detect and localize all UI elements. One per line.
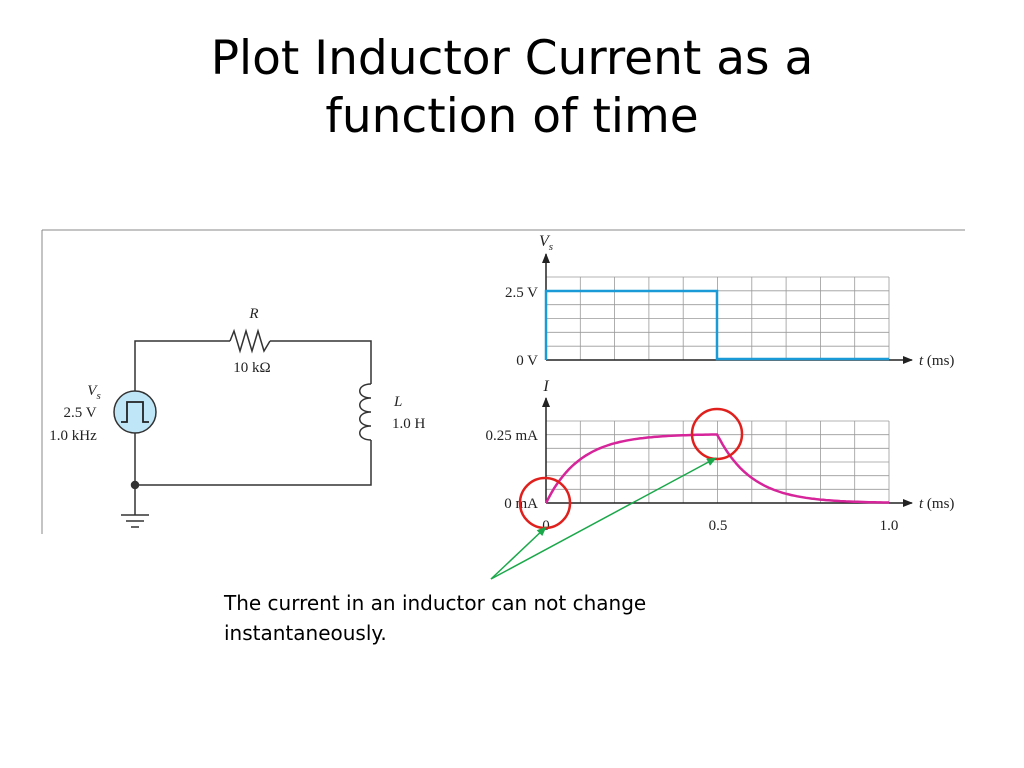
circuit-diagram — [121, 328, 372, 528]
highlight-circle-switch — [690, 407, 744, 461]
ground-node-dot — [130, 480, 140, 490]
square-pulse-glyph — [121, 401, 149, 423]
resistor-zigzag — [229, 328, 271, 354]
x-tick-label-1-0: 1.0 — [880, 518, 899, 534]
source-frequency-label: 1.0 kHz — [49, 428, 97, 444]
voltage-time-axis-label: t (ms) — [919, 353, 954, 369]
pulse-source-icon — [113, 390, 157, 434]
x-tick-label-0-5: 0.5 — [709, 518, 728, 534]
slide-title-line-1: Plot Inductor Current as a — [210, 31, 814, 86]
inductor-coil — [359, 383, 372, 441]
voltage-tick-low: 0 V — [516, 353, 538, 369]
wire-top-left — [134, 340, 230, 392]
voltage-square-waveform — [544, 289, 889, 361]
slide-title-line-2: function of time — [325, 89, 699, 144]
current-tick-high: 0.25 mA — [486, 428, 539, 444]
resistor-value-label: 10 kΩ — [233, 360, 270, 376]
voltage-tick-high: 2.5 V — [505, 285, 538, 301]
pointer-arrow-to-switch — [490, 457, 717, 580]
source-amplitude-label: 2.5 V — [63, 405, 96, 421]
slide-title: Plot Inductor Current as a function of t… — [62, 30, 962, 146]
inductor-value-label: 1.0 H — [392, 416, 426, 432]
source-symbol-label: Vs — [87, 383, 100, 402]
voltage-axis-label: Vs — [539, 233, 553, 253]
current-exponential-waveform — [544, 433, 889, 504]
resistor-symbol-label: R — [248, 306, 258, 322]
x-tick-label-0: 0 — [542, 518, 550, 534]
current-axis-label: I — [542, 378, 549, 395]
inductor-symbol-label: L — [393, 394, 402, 410]
wire-top-right — [270, 340, 372, 384]
caption-text: The current in an inductor can not chang… — [224, 591, 647, 645]
pointer-arrow-to-start — [490, 526, 547, 580]
current-time-axis-label: t (ms) — [919, 496, 954, 512]
wire-bottom-right — [135, 440, 372, 486]
